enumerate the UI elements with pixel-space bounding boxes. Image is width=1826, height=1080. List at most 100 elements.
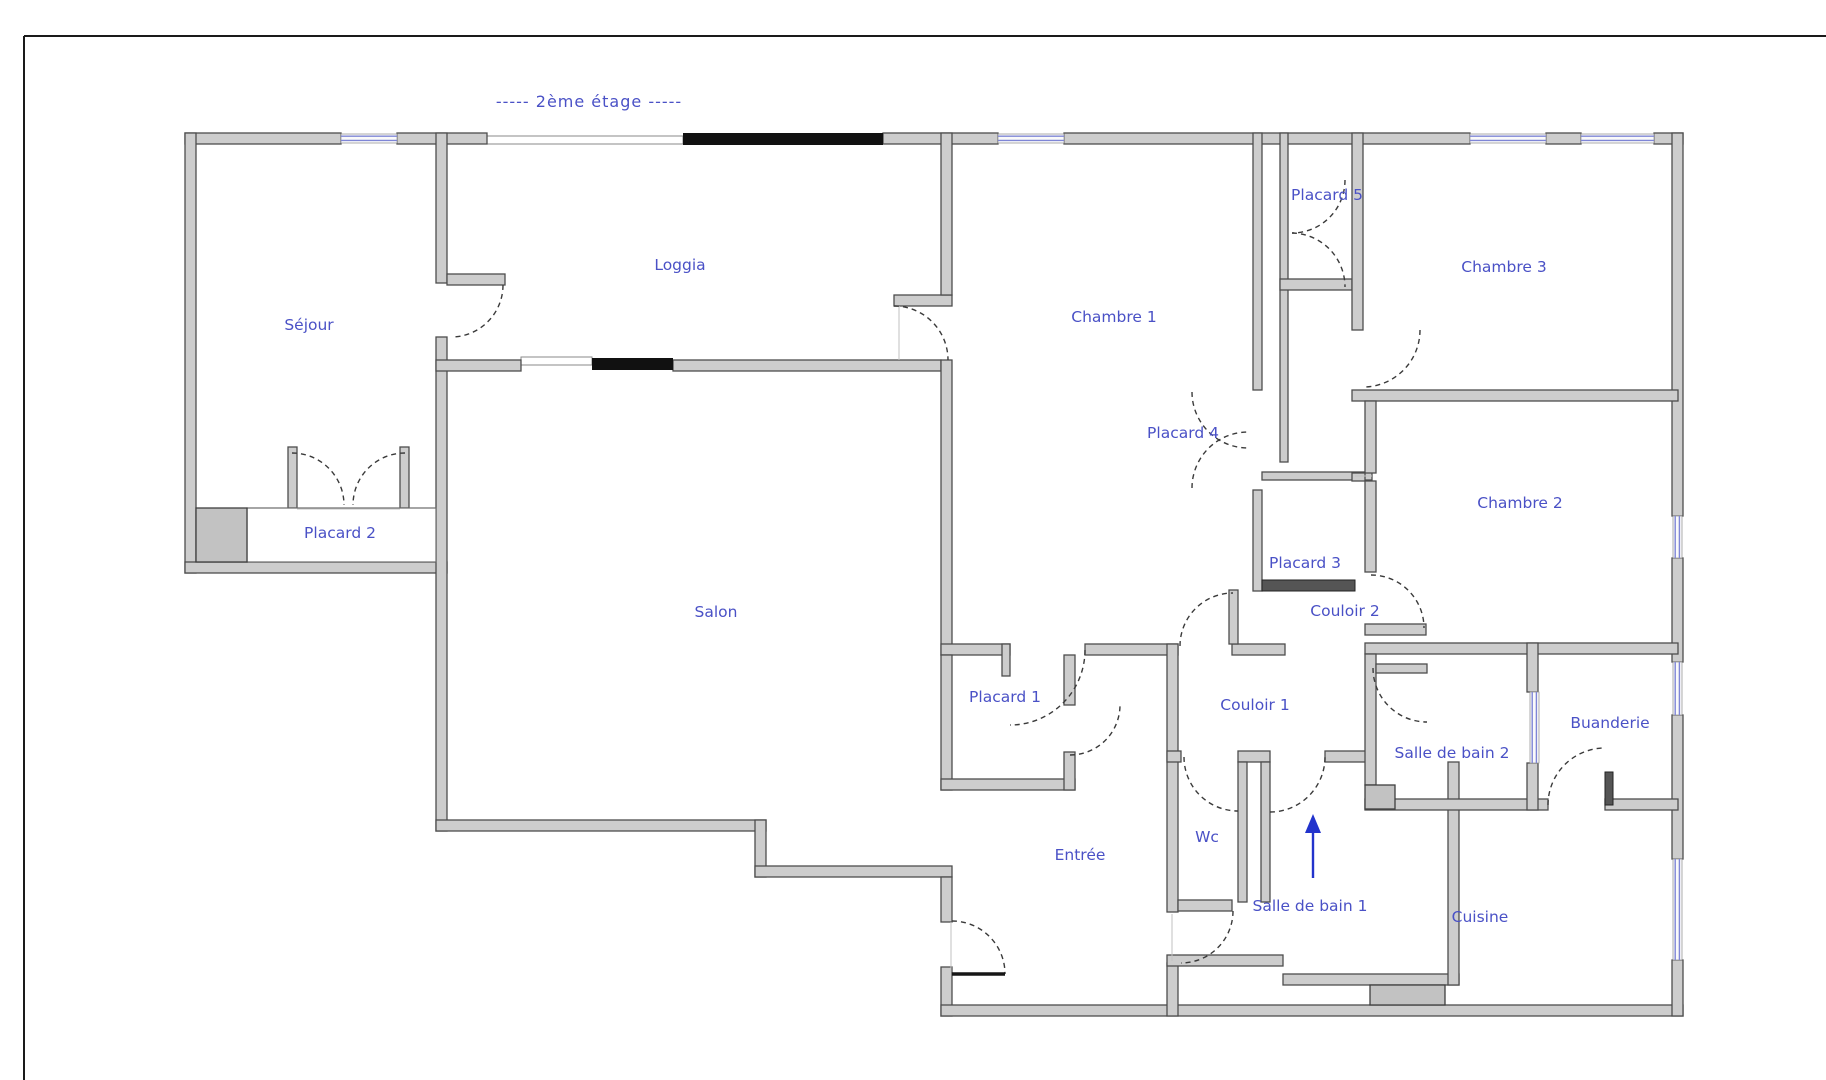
entree-main-door-arc [951,920,1006,975]
window-casing [1672,858,1683,961]
sdb1-door-arc [1269,756,1326,813]
chambre1-door-arc [1009,649,1086,726]
placard5-door-top-arc [1291,179,1346,234]
wall [1364,480,1377,573]
balcony-opening-bar [592,358,673,370]
wall [435,336,448,832]
wall [435,132,448,284]
wall [754,865,953,878]
wall [1526,762,1539,811]
room-label-placard-2: Placard 2 [304,524,376,542]
wall [1671,959,1684,1017]
window-casing [340,133,398,144]
direction-arrow-head [1305,814,1321,833]
wall [184,132,197,574]
chambre2-door-arc [1370,574,1425,629]
window-casing [1672,515,1683,559]
wall [1351,472,1366,482]
wall [1351,132,1364,331]
room-label-salle-de-bain-1: Salle de bain 1 [1253,897,1368,915]
placard5-door-bottom-arc [1291,232,1346,288]
sejour-door-arc [451,284,504,338]
wall [1166,954,1284,967]
wall [446,273,506,286]
wall [1279,278,1353,291]
room-label-chambre-1: Chambre 1 [1071,308,1156,326]
room-label-chambre-2: Chambre 2 [1477,494,1562,512]
wall [1166,750,1182,763]
room-label-salle-de-bain-2: Salle de bain 2 [1395,744,1510,762]
wall [940,643,1011,656]
wall [287,446,298,509]
wall [1063,751,1076,791]
wall [1364,642,1679,655]
chambre3-door-arc [1362,329,1421,388]
placard2-door-right-arc [352,452,406,506]
room-label-sejour: Séjour [284,316,334,334]
wall [1084,643,1179,656]
room-label-placard-4: Placard 4 [1147,424,1219,442]
placard1-door-arc [1069,704,1121,756]
buanderie-door-arc [1547,747,1606,806]
wall [1237,750,1271,763]
room-label-chambre-3: Chambre 3 [1461,258,1546,276]
wall [435,359,522,372]
wall [399,446,410,509]
wc-door-arc [1183,756,1239,812]
fixture [1364,784,1396,810]
window-casing [1469,133,1547,144]
wall [1447,761,1460,986]
wall [1001,643,1011,677]
wall [1375,663,1428,674]
wall [1228,589,1239,645]
window-casing [1672,661,1683,716]
wall [1282,973,1460,986]
wall [940,132,953,296]
wall [1063,654,1076,706]
wall [1252,489,1263,592]
room-label-salon: Salon [695,603,738,621]
entree-inner-door-arc [1180,910,1234,964]
sdb2-door-arc [1372,667,1428,723]
wall-dark [1604,771,1614,806]
railing [520,356,593,366]
wall [940,778,1076,791]
wall [940,1004,1684,1017]
wall [1237,761,1248,903]
balcony-opening-bar [683,133,883,145]
window-casing [1529,691,1540,764]
room-label-loggia: Loggia [654,256,705,274]
wall [1364,400,1377,474]
wall [1671,132,1684,517]
wall [940,654,953,791]
wall [1252,132,1263,391]
wall [1231,643,1286,656]
room-label-cuisine: Cuisine [1452,908,1509,926]
wall [1671,714,1684,860]
wall [1604,798,1679,811]
wall [1364,653,1377,786]
room-label-buanderie: Buanderie [1570,714,1649,732]
wall [940,876,953,923]
wall [672,359,942,372]
wall [893,294,953,307]
wall [1177,899,1233,912]
room-label-couloir-1: Couloir 1 [1220,696,1289,714]
wall [1166,643,1179,913]
wall [184,132,342,145]
fixture [1369,984,1446,1006]
wall [184,561,448,574]
wall [435,819,767,832]
wall-dark [1261,579,1356,592]
placard2-door-left-arc [291,452,345,506]
floor-title: ----- 2ème étage ----- [495,92,683,111]
room-label-entree: Entrée [1055,846,1106,864]
window-casing [1580,133,1655,144]
room-label-placard-5: Placard 5 [1291,186,1363,204]
wall [1279,132,1289,463]
window-casing [997,133,1065,144]
loggia-door-arc [893,305,949,361]
wall [1166,962,1179,1017]
